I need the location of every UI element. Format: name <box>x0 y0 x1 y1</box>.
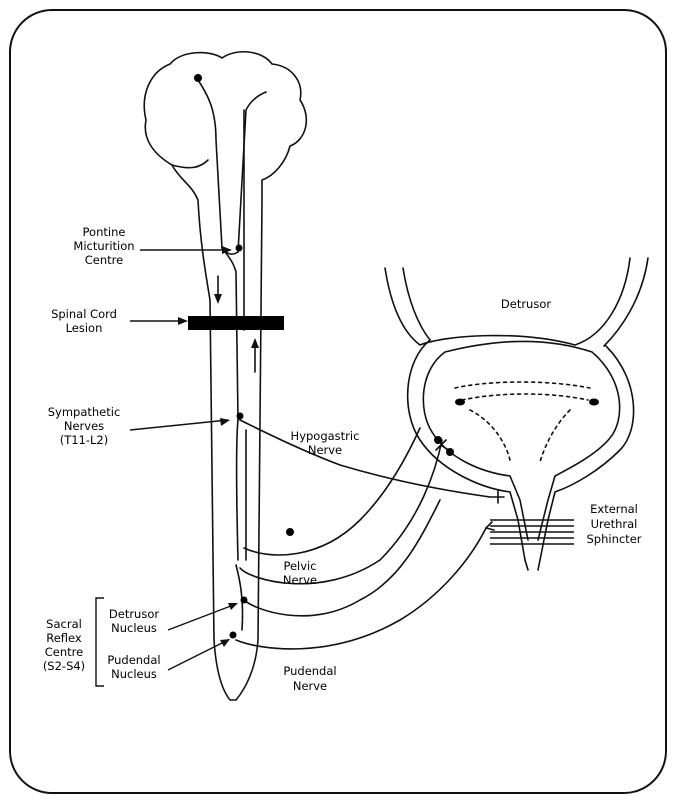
detrusor-nucleus-label: Detrusor Nucleus <box>109 607 159 635</box>
sympathetic-line-1: Sympathetic <box>48 405 121 419</box>
pelvic-label: Pelvic Nerve <box>283 559 317 587</box>
pudendal-nucleus-label: Pudendal Nucleus <box>107 653 160 681</box>
rounded-frame <box>10 10 666 793</box>
pelvic-line-1: Pelvic <box>283 559 316 573</box>
detrusor-nucleus-line-1: Detrusor <box>109 607 159 621</box>
ext-sphincter-line-1: External <box>590 502 638 516</box>
pudendal-nerve-line-2: Nerve <box>293 679 327 693</box>
sympathetic-line-2: Nerves <box>64 419 104 433</box>
pudendal-nucleus-line-2: Nucleus <box>111 667 157 681</box>
sacral-line-3: Centre <box>45 645 83 659</box>
pudendal-nucleus-line-1: Pudendal <box>107 653 160 667</box>
pontine-line-2: Micturition <box>73 239 134 253</box>
sacral-line-1: Sacral <box>46 617 82 631</box>
hypogastric-line-1: Hypogastric <box>291 429 360 443</box>
spinal-lesion-line-2: Lesion <box>66 321 103 335</box>
detrusor-nucleus-line-2: Nucleus <box>111 621 157 635</box>
sacral-line-4: (S2-S4) <box>43 659 85 673</box>
sacral-label: Sacral Reflex Centre (S2-S4) <box>43 617 85 673</box>
ext-sphincter-line-3: Sphincter <box>586 532 641 546</box>
spinal-lesion-line-1: Spinal Cord <box>51 307 117 321</box>
sympathetic-line-3: (T11-L2) <box>60 433 109 447</box>
ext-sphincter-line-2: Urethral <box>591 517 638 531</box>
pontine-line-3: Centre <box>85 253 123 267</box>
hypogastric-line-2: Nerve <box>308 443 342 457</box>
pelvic-line-2: Nerve <box>283 573 317 587</box>
external-sphincter-label: External Urethral Sphincter <box>586 502 641 546</box>
spinal-cord-lesion-bar <box>188 316 284 330</box>
pudendal-nerve-line-1: Pudendal <box>283 664 336 678</box>
pontine-line-1: Pontine <box>83 225 126 239</box>
sacral-line-2: Reflex <box>46 631 82 645</box>
detrusor-label: Detrusor <box>501 297 551 311</box>
